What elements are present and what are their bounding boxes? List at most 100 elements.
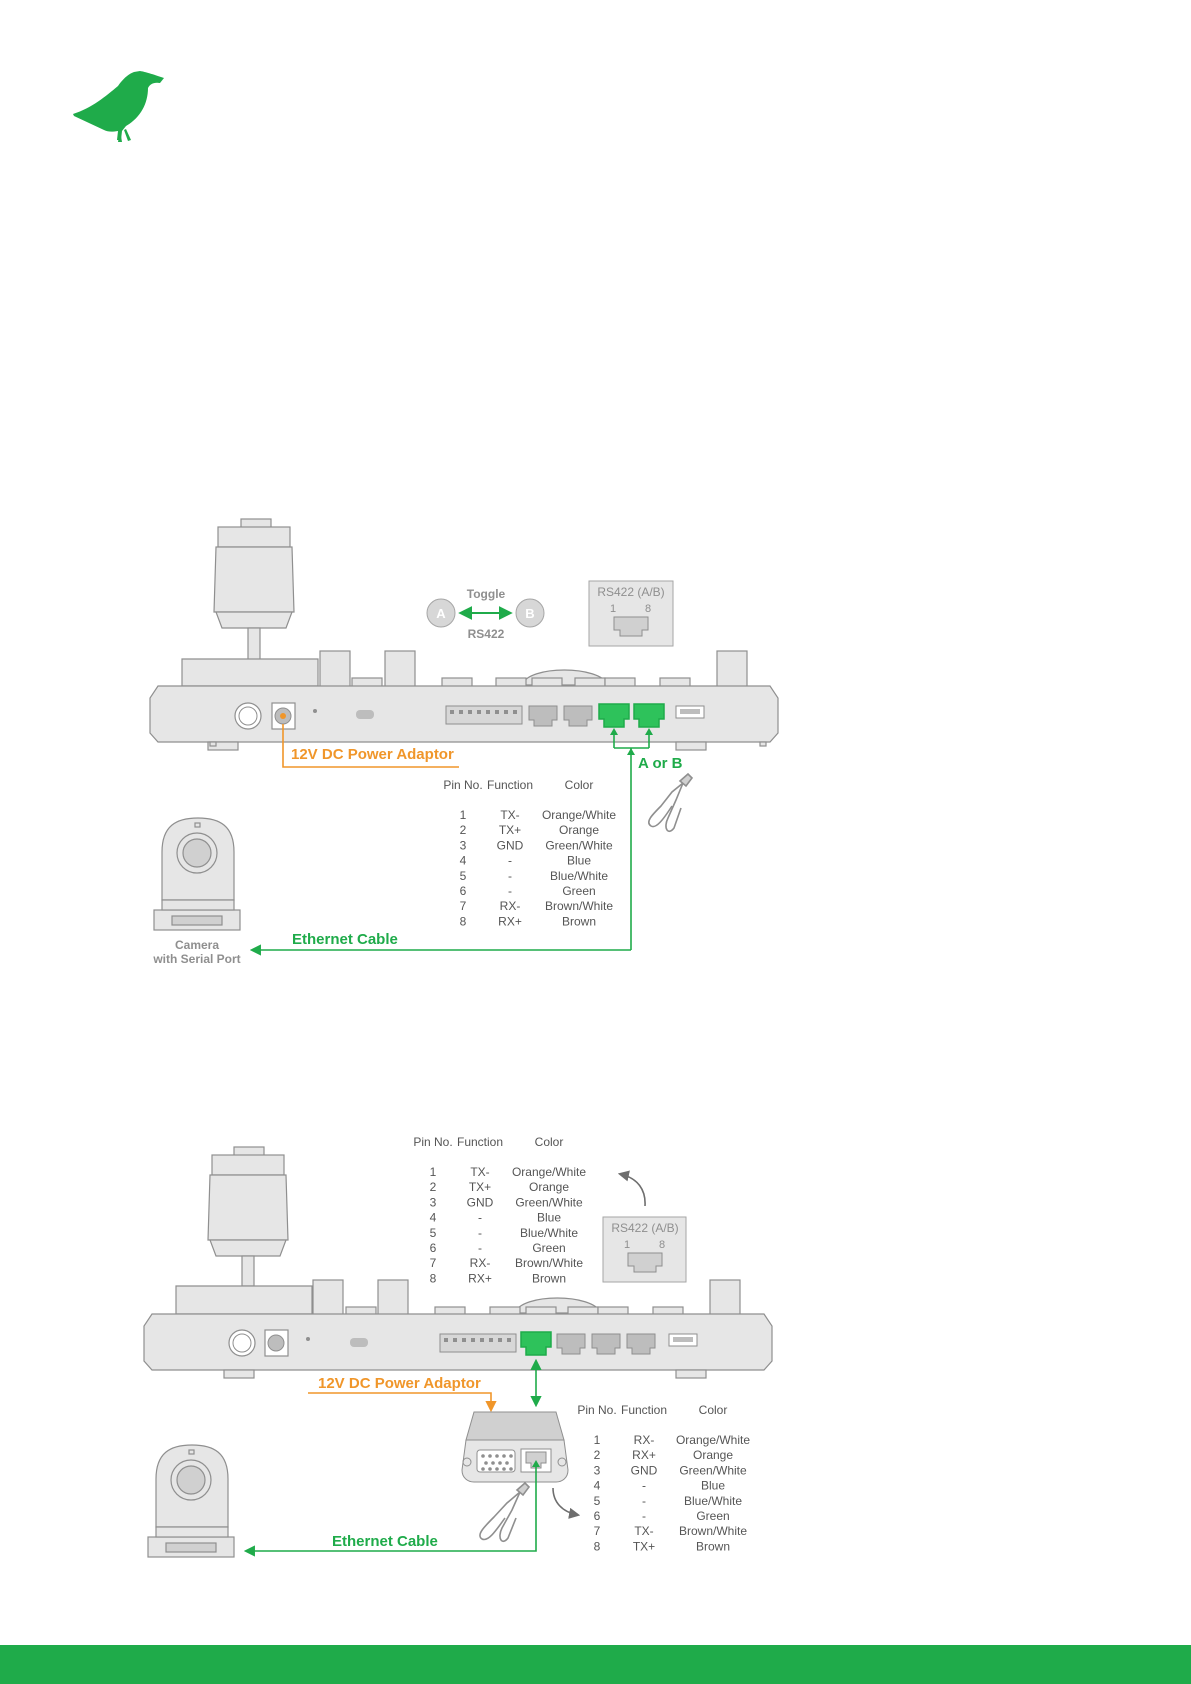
pin-table-cell: 6	[460, 884, 467, 898]
pin-table-cell: Green	[562, 884, 595, 898]
pin-table-cell: Blue/White	[520, 1226, 578, 1240]
pin-table-cell: GND	[631, 1463, 658, 1477]
pin-table-cell: TX+	[499, 823, 521, 837]
diagram-2: RS422 (A/B) 1 8 12V DC Power Adaptor	[143, 1135, 773, 1558]
pin-table-cell: Brown	[562, 914, 596, 928]
pin-table-cell: Orange	[529, 1180, 569, 1194]
rs422-port-box-1: RS422 (A/B) 1 8	[588, 580, 674, 647]
rs422-port-box-2: RS422 (A/B) 1 8	[602, 1216, 687, 1283]
controller-body-2	[143, 1279, 773, 1379]
pin-table-cell: -	[642, 1494, 646, 1508]
pin-table-cell: RX-	[500, 899, 521, 913]
diagram-1: A B Toggle RS422 RS422 (A/B) 1 8 12V DC …	[149, 518, 779, 966]
joystick	[213, 518, 295, 661]
pin-table-cell: 8	[430, 1271, 437, 1285]
pin-table-cell: Orange/White	[542, 808, 616, 822]
ab-label: A or B	[638, 755, 683, 772]
pin-table-cell: 5	[594, 1494, 601, 1508]
pin-table-header: Function	[621, 1403, 667, 1417]
pin-table-cell: Orange	[559, 823, 599, 837]
pin-table-cell: 7	[460, 899, 467, 913]
pin-table-cell: TX-	[470, 1165, 489, 1179]
crimper-tool-icon-2	[479, 1481, 531, 1543]
curved-arrow-icon-2	[552, 1487, 581, 1519]
curved-arrow-icon	[617, 1170, 646, 1207]
pin-table-cell: Brown/White	[515, 1256, 583, 1270]
pin-table-cell: 1	[594, 1433, 601, 1447]
pin-table-header: Color	[699, 1403, 728, 1417]
port-box-2-pin-left: 1	[624, 1239, 630, 1251]
camera-label-1: Camera	[175, 938, 219, 952]
pin-table-cell: 1	[460, 808, 467, 822]
toggle-label: Toggle	[467, 587, 506, 601]
pin-table-cell: 3	[594, 1463, 601, 1477]
camera-icon	[153, 817, 241, 931]
pin-table-header: Color	[535, 1135, 564, 1149]
ethernet-line-2	[243, 1462, 537, 1557]
pin-table-cell: GND	[467, 1195, 494, 1209]
pin-table-cell: 1	[430, 1165, 437, 1179]
pin-table-cell: Green	[532, 1241, 565, 1255]
pin-table-cell: Orange	[693, 1448, 733, 1462]
toggle-diagram: A B Toggle RS422	[426, 587, 545, 641]
pin-table-cell: 4	[594, 1479, 601, 1493]
controller-ports-1	[234, 702, 705, 730]
pin-table-cell: -	[478, 1211, 482, 1225]
pin-table-header: Pin No.	[413, 1135, 452, 1149]
pin-table-cell: 6	[430, 1241, 437, 1255]
pin-table-cell: TX+	[469, 1180, 491, 1194]
pin-table-cell: Brown/White	[679, 1524, 747, 1538]
power-label-2: 12V DC Power Adaptor	[318, 1375, 481, 1392]
pin-table-cell: RX+	[468, 1271, 492, 1285]
converter-box	[461, 1411, 569, 1483]
rs422-label: RS422	[468, 627, 505, 641]
pin-table-cell: -	[642, 1479, 646, 1493]
footer-bar	[0, 1645, 1191, 1684]
pin-table-cell: -	[508, 854, 512, 868]
pin-table-cell: 3	[430, 1195, 437, 1209]
pin-table-cell: Blue	[567, 854, 591, 868]
pin-table-cell: Brown	[532, 1271, 566, 1285]
pin-table-cell: RX-	[470, 1256, 491, 1270]
pin-table-cell: Blue/White	[550, 869, 608, 883]
pin-table-cell: 6	[594, 1509, 601, 1523]
pin-table-cell: 2	[430, 1180, 437, 1194]
pin-table-cell: Orange/White	[676, 1433, 750, 1447]
pin-table-cell: Orange/White	[512, 1165, 586, 1179]
pin-table-cell: Green	[696, 1509, 729, 1523]
crimper-tool-icon	[647, 772, 694, 833]
pin-table-cell: 7	[594, 1524, 601, 1538]
camera-icon-2	[147, 1444, 235, 1558]
pin-table-cell: Blue	[701, 1479, 725, 1493]
pin-table-cell: TX+	[633, 1539, 655, 1553]
pin-table-cell: Green/White	[545, 838, 613, 852]
port-box-2-title: RS422 (A/B)	[611, 1221, 678, 1235]
camera-label-2: with Serial Port	[152, 952, 240, 966]
power-line-1	[282, 724, 459, 768]
pin-table-cell: 4	[460, 854, 467, 868]
pin-table-cell: Blue	[537, 1211, 561, 1225]
pin-table-header: Color	[565, 778, 594, 792]
bird-logo-icon	[73, 71, 164, 142]
port-box-pin-right: 8	[645, 603, 651, 615]
pin-table-header: Pin No.	[577, 1403, 616, 1417]
pin-table-cell: RX-	[634, 1433, 655, 1447]
port-box-pin-left: 1	[610, 603, 616, 615]
power-label: 12V DC Power Adaptor	[291, 746, 454, 763]
pin-table-cell: GND	[497, 838, 524, 852]
pin-table-cell: Blue/White	[684, 1494, 742, 1508]
pin-table-cell: 3	[460, 838, 467, 852]
pin-table-cell: Green/White	[679, 1463, 747, 1477]
pin-table-cell: -	[508, 884, 512, 898]
pin-table-cell: RX+	[498, 914, 522, 928]
port-box-title: RS422 (A/B)	[597, 585, 664, 599]
controller-body-1	[149, 650, 779, 751]
pin-table-cell: Green/White	[515, 1195, 583, 1209]
pin-table-cell: -	[478, 1241, 482, 1255]
pin-table-cell: 2	[460, 823, 467, 837]
pin-table-cell: -	[478, 1226, 482, 1240]
pin-table-cell: 8	[460, 914, 467, 928]
power-line-2	[308, 1392, 497, 1413]
